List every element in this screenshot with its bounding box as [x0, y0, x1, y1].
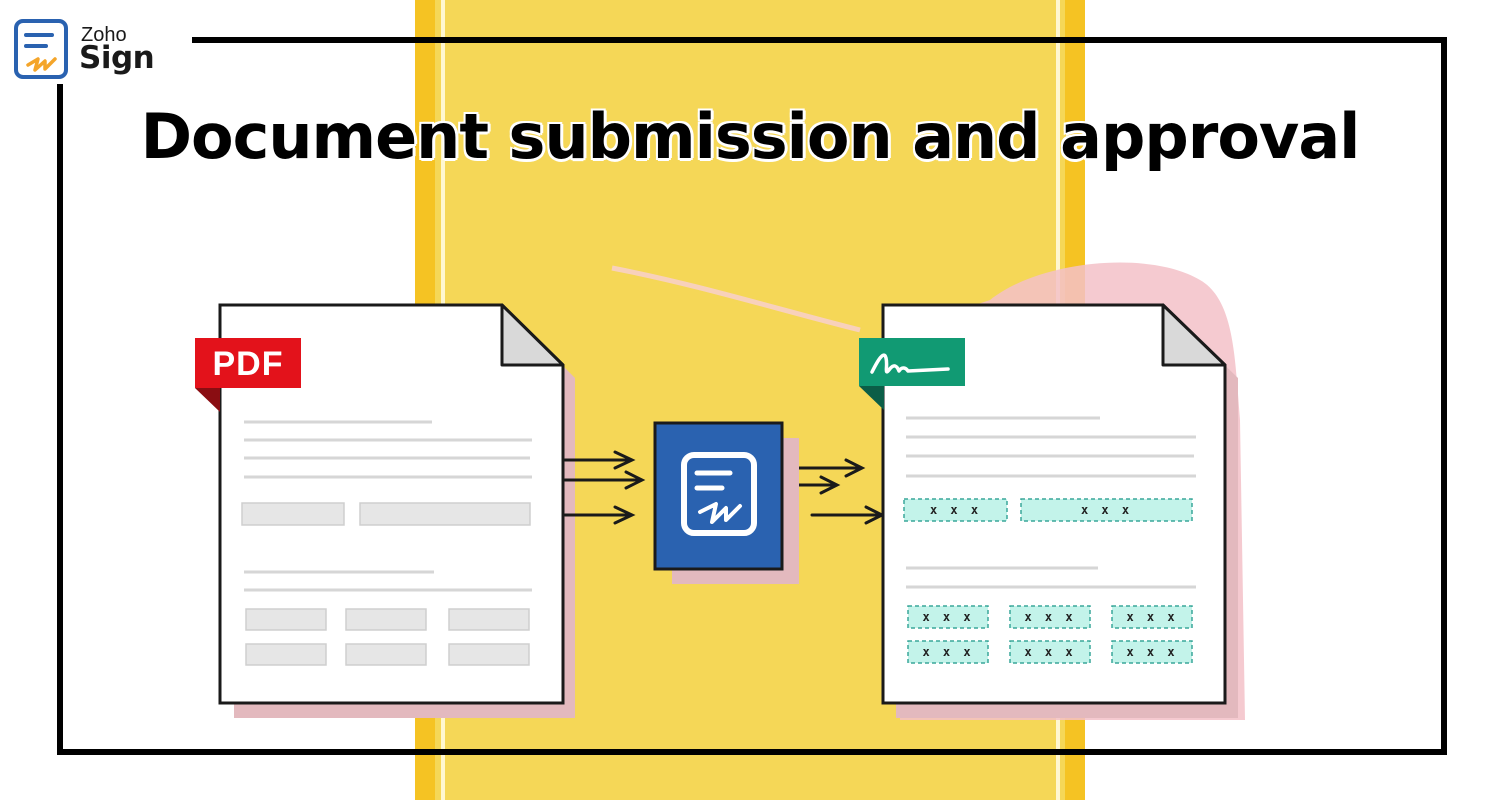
black-frame	[57, 37, 1447, 755]
source-document-lines	[244, 420, 532, 592]
zoho-sign-logo-icon	[14, 19, 68, 79]
logo-brand-sign: Sign	[79, 40, 155, 76]
pink-stroke	[611, 265, 861, 333]
signed-field-2: x x x	[1080, 503, 1133, 517]
center-sign-box-bg	[653, 421, 784, 571]
pdf-tag-bg	[195, 338, 301, 388]
signed-field-7: x x x	[1024, 645, 1076, 659]
logo-brand-zoho: Zoho	[81, 24, 127, 46]
signature-tag-fold	[859, 386, 884, 410]
pdf-tag-fold	[195, 388, 220, 412]
zoho-sign-document-icon	[681, 452, 757, 536]
signed-field-1: x x x	[929, 503, 982, 517]
signed-document-fold	[1161, 303, 1227, 367]
signed-document-fields	[903, 498, 1193, 664]
pdf-tag-label: PDF	[212, 345, 284, 383]
signed-field-6: x x x	[922, 645, 974, 659]
page-title: Document submission and approval	[140, 100, 1361, 173]
source-document	[195, 303, 575, 718]
signed-document	[859, 303, 1238, 718]
signed-document-lines	[906, 416, 1196, 589]
signed-field-8: x x x	[1126, 645, 1178, 659]
signed-field-3: x x x	[922, 610, 974, 624]
signature-icon	[870, 353, 950, 374]
signature-tag-bg	[859, 338, 965, 386]
source-document-fields	[241, 502, 531, 666]
signed-field-4: x x x	[1024, 610, 1076, 624]
signed-field-5: x x x	[1126, 610, 1178, 624]
source-document-fold	[500, 303, 565, 367]
center-sign-box	[653, 421, 799, 584]
